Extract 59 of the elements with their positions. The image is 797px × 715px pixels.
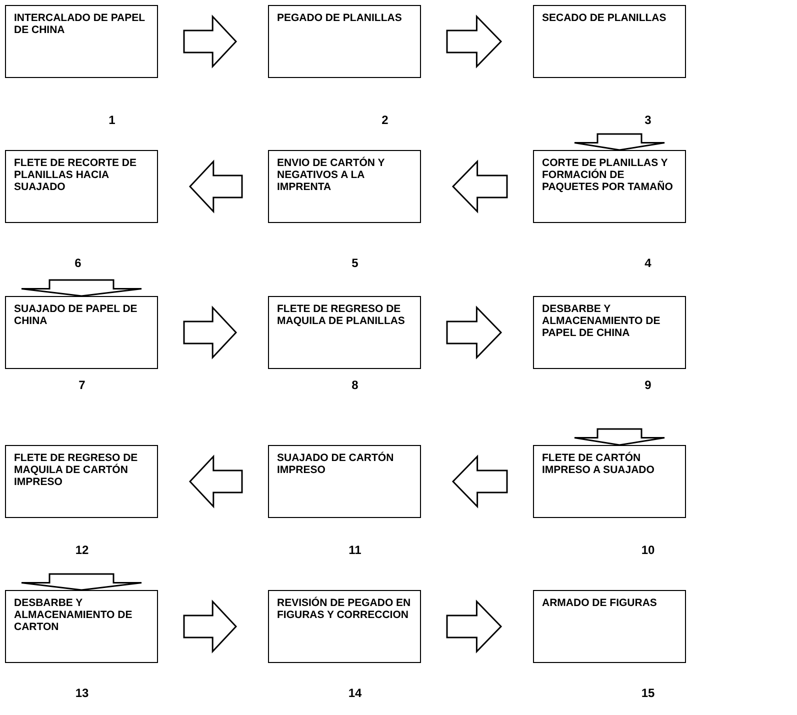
process-box [533,150,686,223]
step-number: 15 [640,686,656,700]
step-label: FLETE DE REGRESO DE MAQUILA DE CARTÓN IMPRESO [14,452,139,488]
step-label: SECADO DE PLANILLAS [542,12,668,24]
step-number: 14 [347,686,363,700]
step-label: DESBARBE Y ALMACENAMIENTO DE PAPEL DE CHINA [542,303,662,339]
process-box [268,296,421,369]
block-arrow [20,279,142,297]
block-arrow [452,160,508,214]
step-number: 8 [350,378,360,392]
block-arrow [446,306,502,360]
step-number: 4 [644,256,652,270]
block-arrow [183,306,238,360]
block-arrow [188,160,243,214]
process-box [268,5,421,78]
step-number: 5 [350,256,360,270]
step-number: 10 [640,543,656,557]
step-number: 9 [644,378,652,392]
step-label: ARMADO DE FIGURAS [542,597,658,609]
block-arrow [574,428,666,446]
process-box [268,590,421,663]
process-box [533,445,686,518]
block-arrow [20,573,142,591]
step-label: FLETE DE RECORTE DE PLANILLAS HACIA SUAJADO [14,157,138,193]
step-number: 13 [74,686,90,700]
step-number: 11 [348,543,362,557]
step-label: FLETE DE CARTÓN IMPRESO A SUAJADO [542,452,656,476]
block-arrow [183,14,238,68]
step-label: FLETE DE REGRESO DE MAQUILA DE PLANILLAS [277,303,406,327]
process-box [533,590,686,663]
process-box [5,150,158,223]
block-arrow [452,454,508,508]
step-label: PEGADO DE PLANILLAS [277,12,403,24]
process-box [5,590,158,663]
step-label: REVISIÓN DE PEGADO EN FIGURAS Y CORRECCION [277,597,412,621]
process-box [5,296,158,369]
block-arrow [574,133,666,151]
step-label: SUAJADO DE PAPEL DE CHINA [14,303,138,327]
step-label: SUAJADO DE CARTÓN IMPRESO [277,452,395,476]
step-number: 7 [78,378,86,392]
step-label: DESBARBE Y ALMACENAMIENTO DE CARTON [14,597,134,633]
process-box [5,5,158,78]
process-box [268,445,421,518]
process-box [268,150,421,223]
step-label: ENVIO DE CARTÓN Y NEGATIVOS A LA IMPRENTA [277,157,386,193]
step-label: INTERCALADO DE PAPEL DE CHINA [14,12,146,36]
process-box [533,5,686,78]
block-arrow [446,14,502,68]
block-arrow [183,600,238,654]
step-number: 6 [74,256,82,270]
step-number: 2 [380,113,390,127]
step-label: CORTE DE PLANILLAS Y FORMACIÓN DE PAQUETES POR TAMAÑO [542,157,674,193]
step-number: 12 [74,543,90,557]
block-arrow [446,600,502,654]
process-box [5,445,158,518]
step-number: 3 [644,113,652,127]
block-arrow [188,454,243,508]
process-box [533,296,686,369]
step-number: 1 [108,113,116,127]
